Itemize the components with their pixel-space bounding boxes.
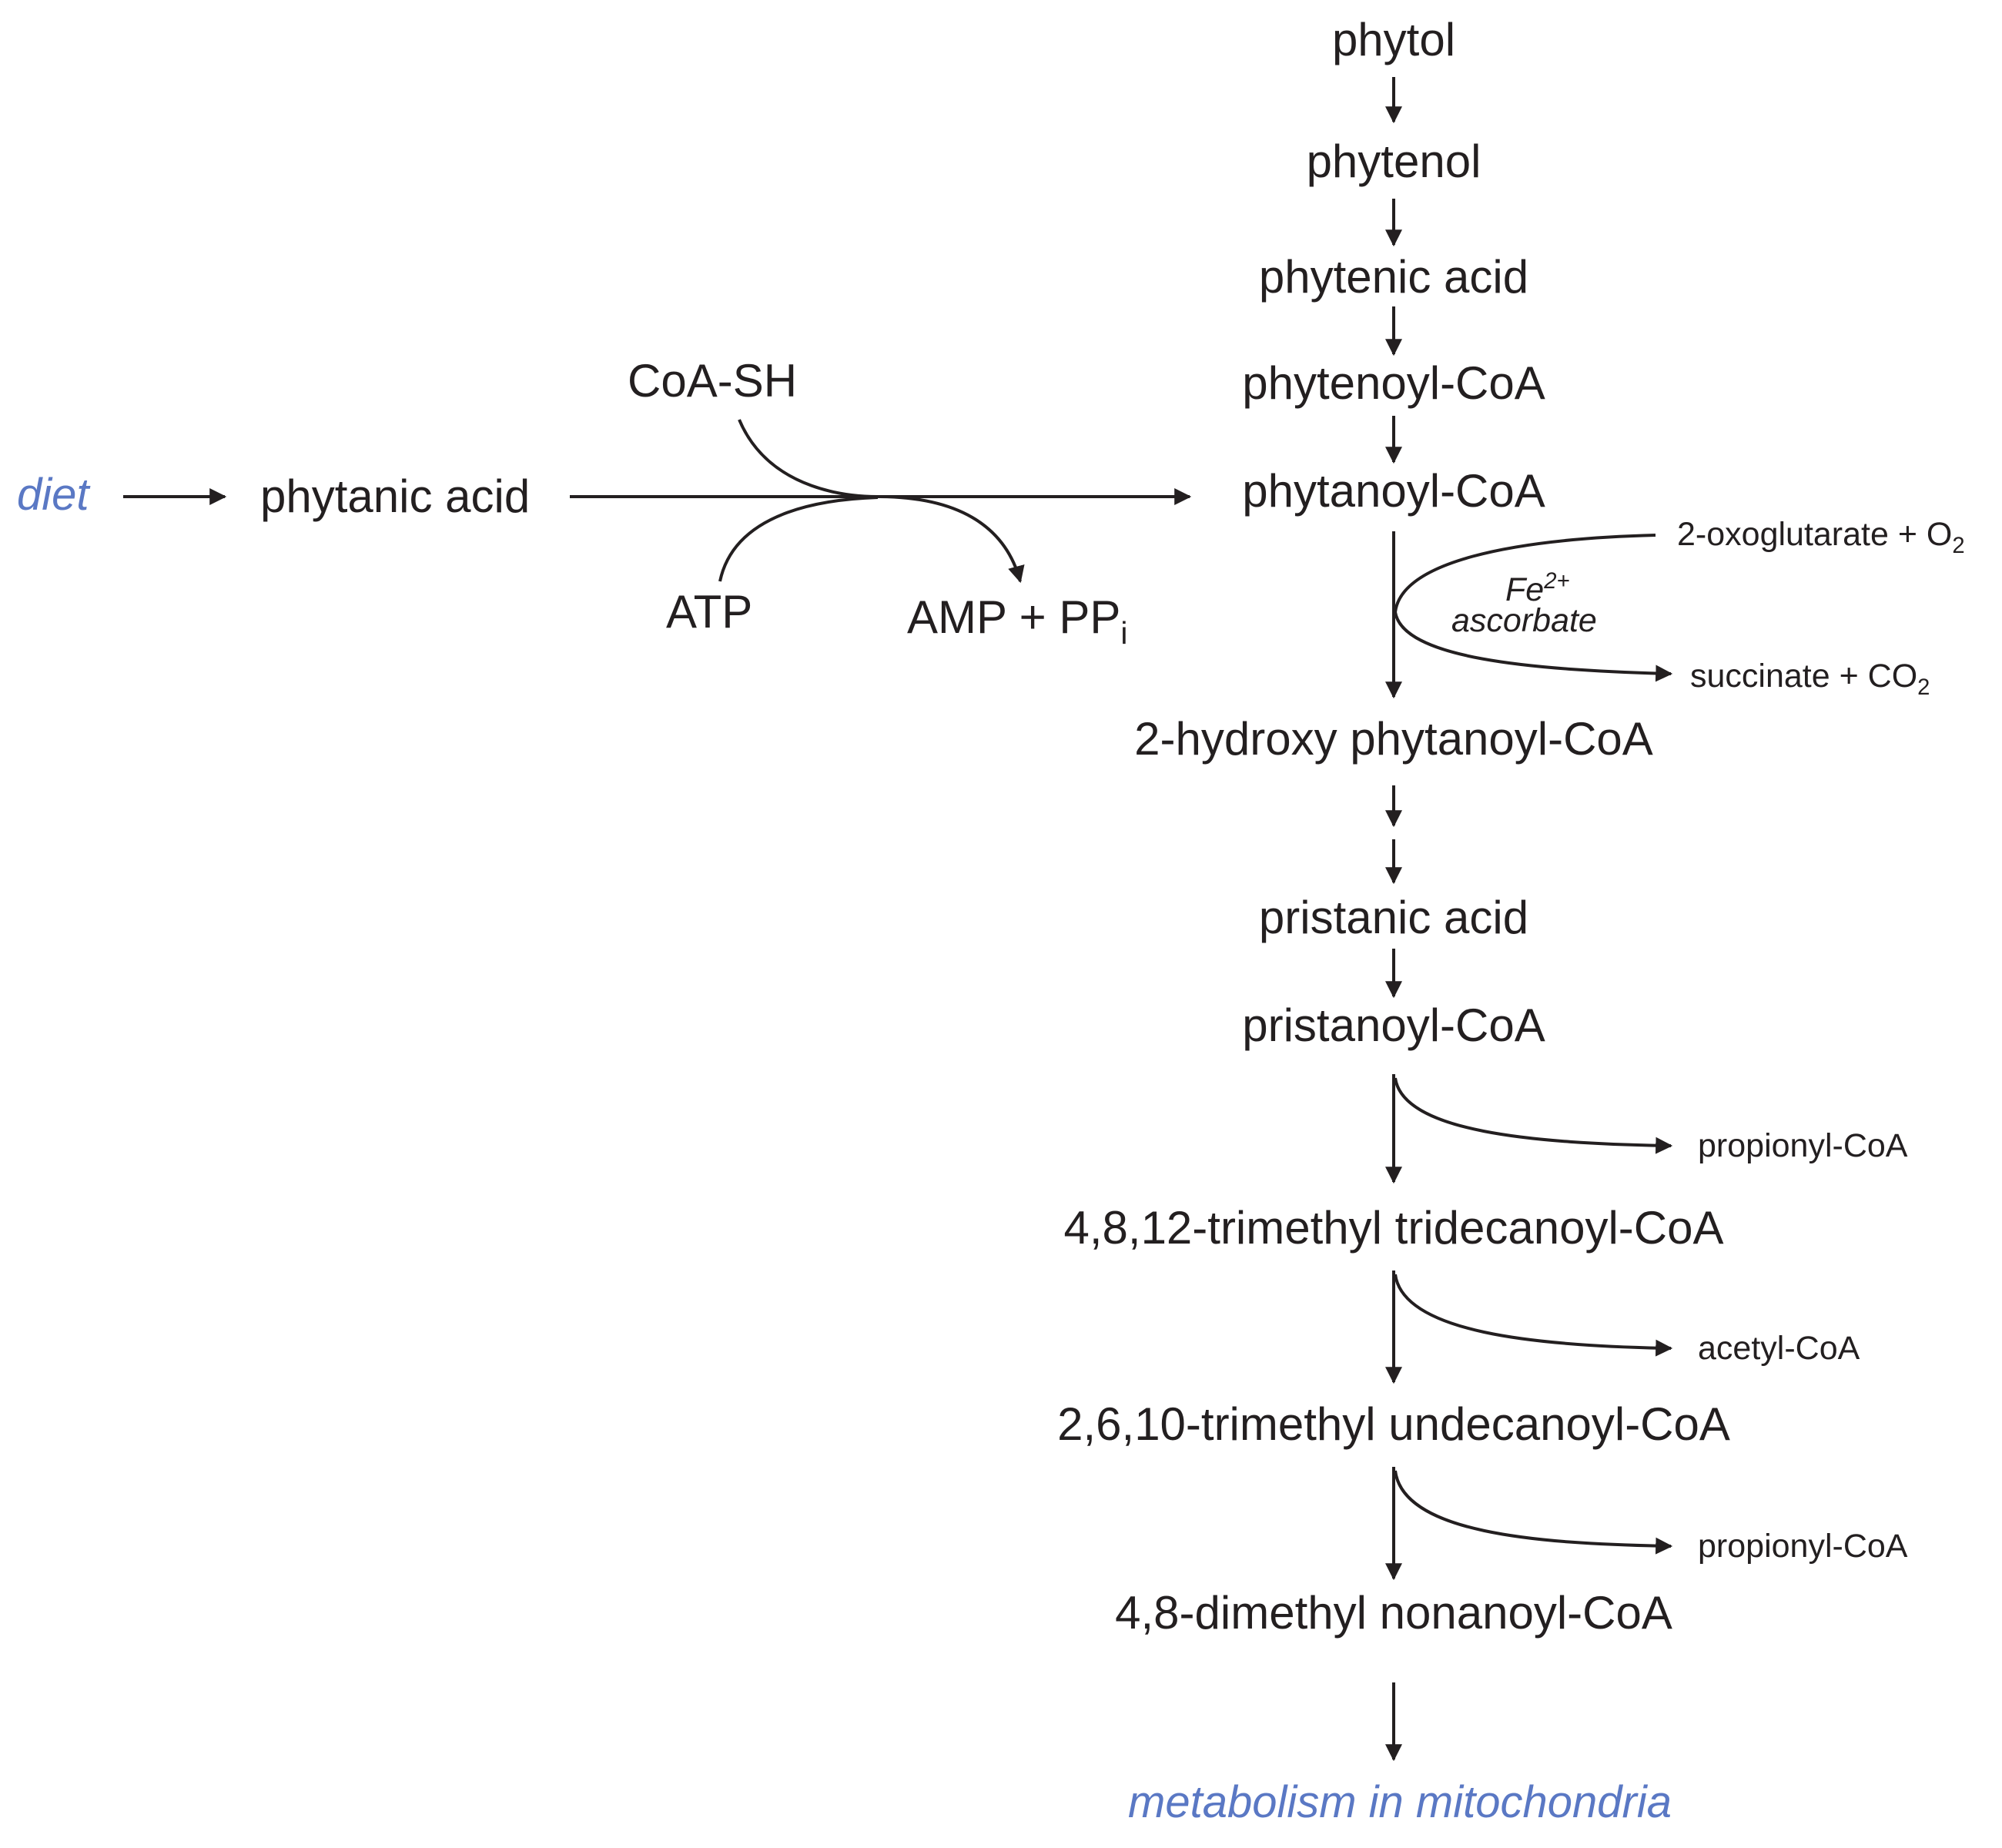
phytanic-acid-label: phytanic acid <box>260 470 530 522</box>
propionyl-coa-2-label: propionyl-CoA <box>1698 1528 1908 1565</box>
phytanoyl-coa-label: phytanoyl-CoA <box>1242 465 1545 517</box>
propionyl-branch-1-curve <box>1394 1077 1673 1154</box>
phytenol-label: phytenol <box>1307 136 1481 187</box>
pristanoyl-coa-label: pristanoyl-CoA <box>1242 999 1545 1051</box>
mitochondria-label: metabolism in mitochondria <box>1128 1777 1672 1827</box>
trimethyl-undecanoyl-coa-label: 2,6,10-trimethyl undecanoyl-CoA <box>1057 1398 1730 1450</box>
succinate-curve <box>1394 611 1673 682</box>
acetyl-coa-label: acetyl-CoA <box>1698 1330 1860 1367</box>
phytol-label: phytol <box>1332 14 1455 65</box>
phytenic-acid-label: phytenic acid <box>1259 251 1528 303</box>
oxoglutarate-label: 2-oxoglutarate + O2 <box>1677 516 1965 558</box>
coa-sh-label: CoA-SH <box>628 355 797 407</box>
pristanic-acid-label: pristanic acid <box>1259 892 1528 943</box>
succinate-label: succinate + CO2 <box>1690 658 1930 700</box>
pathway-labels: phytol phytenol phytenic acid phytenoyl-… <box>1057 14 1730 1827</box>
trimethyl-tridecanoyl-coa-label: 4,8,12-trimethyl tridecanoyl-CoA <box>1063 1202 1723 1254</box>
atp-label: ATP <box>666 586 752 638</box>
hydroxylation-cosubstrates: 2-oxoglutarate + O2 Fe2+ ascorbate succi… <box>1394 516 1965 700</box>
acetyl-branch-curve <box>1394 1274 1673 1357</box>
phytenoyl-coa-label: phytenoyl-CoA <box>1242 357 1545 409</box>
propionyl-branch-2-curve <box>1394 1470 1673 1555</box>
ascorbate-label: ascorbate <box>1451 602 1597 639</box>
activation-reaction: diet phytanic acid CoA-SH ATP AMP + PPi <box>17 355 1192 651</box>
oxoglutarate-curve <box>1394 534 1656 613</box>
hydroxy-phytanoyl-coa-label: 2-hydroxy phytanoyl-CoA <box>1134 713 1653 765</box>
coa-sh-curve <box>738 419 879 498</box>
byproduct-branches: propionyl-CoA acetyl-CoA propionyl-CoA <box>1394 1077 1908 1565</box>
fe-label: Fe2+ <box>1505 569 1570 608</box>
atp-curve <box>718 496 879 582</box>
amp-pp-curve <box>877 495 1025 584</box>
dimethyl-nonanoyl-coa-label: 4,8-dimethyl nonanoyl-CoA <box>1115 1587 1672 1639</box>
amp-pp-label: AMP + PPi <box>907 591 1127 651</box>
diet-label: diet <box>17 470 91 520</box>
propionyl-coa-1-label: propionyl-CoA <box>1698 1127 1908 1164</box>
